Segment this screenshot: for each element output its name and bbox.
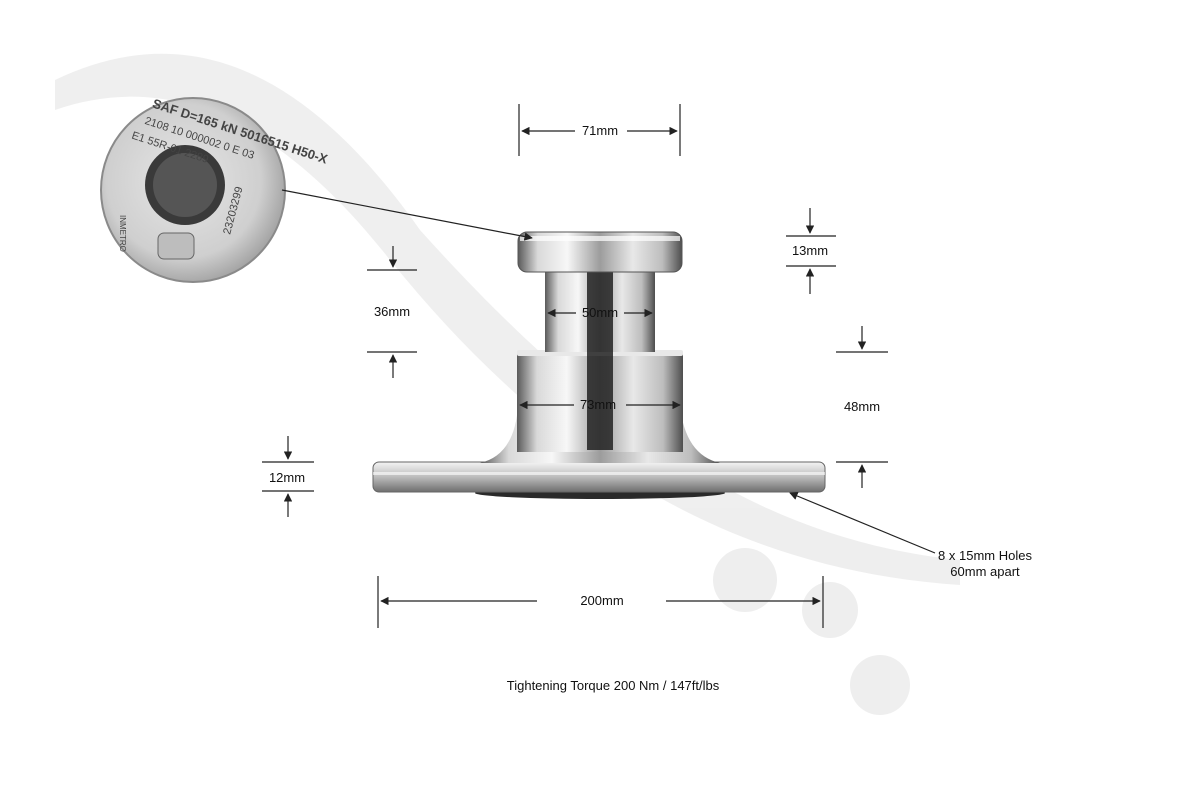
dim-collar-height bbox=[836, 326, 888, 488]
watermark bbox=[55, 53, 960, 715]
holes-leader bbox=[789, 492, 936, 554]
label-neck-height: 36mm bbox=[373, 304, 411, 319]
holes-note-line-1: 8 x 15mm Holes bbox=[938, 548, 1032, 563]
stamp-leader bbox=[281, 189, 533, 241]
dim-flange-thickness bbox=[262, 436, 314, 517]
stamp-disc: SAF D=165 kN 5016515 H50-X 2108 10 00000… bbox=[100, 96, 330, 283]
label-neck-diameter: 50mm bbox=[581, 305, 619, 320]
dim-neck-height bbox=[367, 246, 417, 378]
kingpin-drawing bbox=[372, 231, 826, 499]
torque-note: Tightening Torque 200 Nm / 147ft/lbs bbox=[506, 678, 720, 693]
dim-flange-diameter bbox=[377, 576, 824, 628]
holes-note-line-2: 60mm apart bbox=[950, 564, 1020, 579]
label-collar-height: 48mm bbox=[843, 399, 881, 414]
label-collar-diameter: 73mm bbox=[579, 397, 617, 412]
holes-note: 8 x 15mm Holes 60mm apart bbox=[938, 548, 1032, 580]
label-cap-height: 13mm bbox=[791, 243, 829, 258]
label-flange-thickness: 12mm bbox=[268, 470, 306, 485]
dim-top-width bbox=[518, 104, 681, 156]
label-top-width: 71mm bbox=[579, 123, 621, 139]
dim-cap-height bbox=[786, 208, 836, 294]
label-flange-diameter: 200mm bbox=[580, 593, 624, 608]
stamp-line-5: INMETRO bbox=[118, 215, 127, 252]
